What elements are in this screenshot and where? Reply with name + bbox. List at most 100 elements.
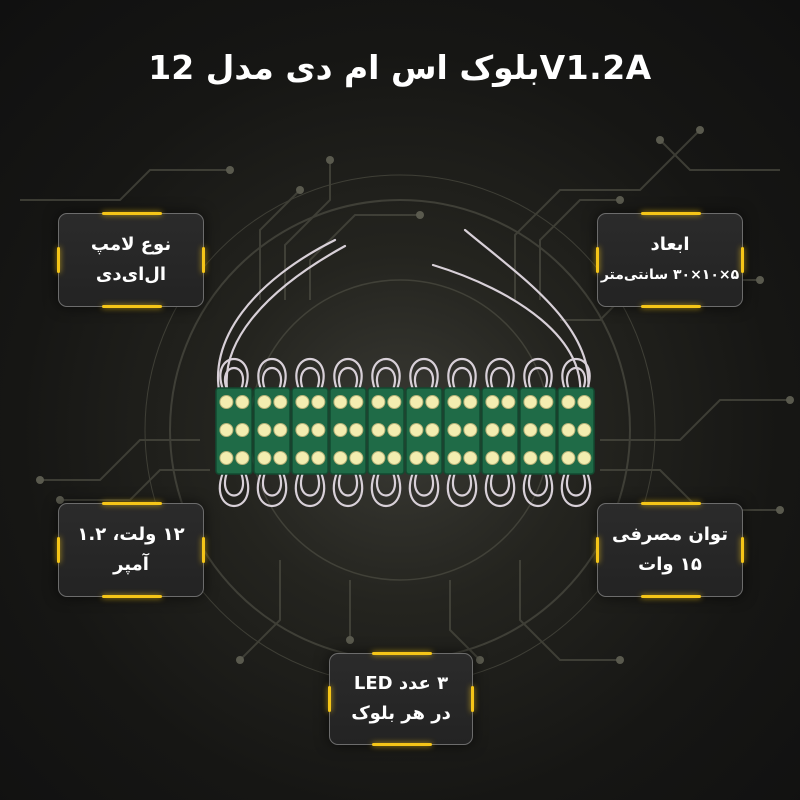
accent-bar <box>102 595 162 598</box>
wire-loop <box>375 468 397 497</box>
accent-bar <box>741 537 744 563</box>
wire-loop <box>560 468 592 507</box>
led-chip <box>273 395 288 409</box>
led-chip <box>409 395 424 409</box>
led-chip <box>539 451 554 465</box>
wire-loop <box>489 367 511 394</box>
led-chip <box>501 423 516 437</box>
accent-bar <box>641 305 701 308</box>
led-chip <box>295 423 310 437</box>
accent-bar <box>372 652 432 655</box>
led-chip <box>463 395 478 409</box>
led-chip <box>257 423 272 437</box>
led-chip <box>257 395 272 409</box>
accent-bar <box>641 502 701 505</box>
led-chip <box>333 423 348 437</box>
led-chip <box>349 395 364 409</box>
accent-bar <box>102 305 162 308</box>
dimensions-value: ۵×۱۰×۳۰ سانتی‌متر <box>600 267 740 283</box>
led-chip <box>409 423 424 437</box>
lead-wire <box>225 244 347 402</box>
voltage-card: ۱۲ ولت، ۱.۲ آمپر <box>57 502 205 598</box>
led-chip <box>485 395 500 409</box>
led-chip <box>387 395 402 409</box>
wire-loop <box>223 367 245 394</box>
wire-loop <box>408 468 440 507</box>
lamp-type-value: ال‌ای‌دی <box>95 264 167 285</box>
led-count-label: ۳ عدد LED <box>353 673 449 694</box>
lead-wire <box>463 228 590 402</box>
wire-loop <box>561 358 591 394</box>
led-chip <box>333 451 348 465</box>
accent-bar <box>596 537 599 563</box>
wire-loop <box>294 468 326 507</box>
led-chip <box>447 451 462 465</box>
accent-bar <box>57 537 60 563</box>
wire-loop <box>527 468 549 497</box>
wire-loop <box>447 358 477 394</box>
led-chip <box>485 423 500 437</box>
wire-loop <box>489 468 511 497</box>
wire-loop <box>565 468 587 497</box>
wire-loop <box>565 367 587 394</box>
led-chip <box>523 423 538 437</box>
led-chip <box>447 395 462 409</box>
led-chip <box>295 395 310 409</box>
accent-bar <box>102 212 162 215</box>
led-chip <box>387 423 402 437</box>
led-chip <box>333 395 348 409</box>
dimensions-label: ابعاد <box>650 234 690 255</box>
led-chip <box>577 395 592 409</box>
wire-loop <box>219 358 249 394</box>
led-module-chain-image <box>215 228 595 507</box>
wire-loop <box>370 468 402 507</box>
wire-loop <box>261 367 283 394</box>
led-count-card: ۳ عدد LED در هر بلوک <box>328 652 474 746</box>
led-chip <box>371 423 386 437</box>
wire-loop <box>484 468 516 507</box>
wire-loop <box>523 358 553 394</box>
led-chip <box>311 423 326 437</box>
led-chip <box>349 451 364 465</box>
lead-wire <box>431 263 582 404</box>
led-chip <box>577 423 592 437</box>
led-chip <box>539 395 554 409</box>
led-chip <box>561 395 576 409</box>
wire-loop <box>299 367 321 394</box>
power-value: ۱۵ وات <box>638 554 702 575</box>
led-chip <box>371 395 386 409</box>
led-chip <box>295 451 310 465</box>
wire-loop <box>256 468 288 507</box>
wire-loop <box>223 468 245 497</box>
accent-bar <box>471 686 474 712</box>
led-chip <box>311 451 326 465</box>
lead-wire <box>216 238 337 402</box>
power-card: توان مصرفی ۱۵ وات <box>596 502 744 598</box>
lamp-type-card: نوع لامپ ال‌ای‌دی <box>57 212 205 308</box>
accent-bar <box>372 743 432 746</box>
lamp-type-label: نوع لامپ <box>90 234 172 255</box>
wire-loop <box>337 367 359 394</box>
led-chip <box>561 451 576 465</box>
wire-loop <box>299 468 321 497</box>
wire-loop <box>257 358 287 394</box>
dimensions-card: ابعاد ۵×۱۰×۳۰ سانتی‌متر <box>596 212 744 308</box>
led-chip <box>501 395 516 409</box>
wire-loop <box>337 468 359 497</box>
led-chip <box>501 451 516 465</box>
accent-bar <box>741 247 744 273</box>
wire-loop <box>332 468 364 507</box>
wire-loop <box>413 468 435 497</box>
wire-loop <box>413 367 435 394</box>
led-chip <box>523 395 538 409</box>
accent-bar <box>202 247 205 273</box>
led-chip <box>349 423 364 437</box>
led-chip <box>523 451 538 465</box>
led-chip <box>577 451 592 465</box>
wire-loop <box>375 367 397 394</box>
wire-loop <box>218 468 250 507</box>
led-chip <box>425 451 440 465</box>
accent-bar <box>102 502 162 505</box>
led-chip <box>235 423 250 437</box>
led-chip <box>447 423 462 437</box>
